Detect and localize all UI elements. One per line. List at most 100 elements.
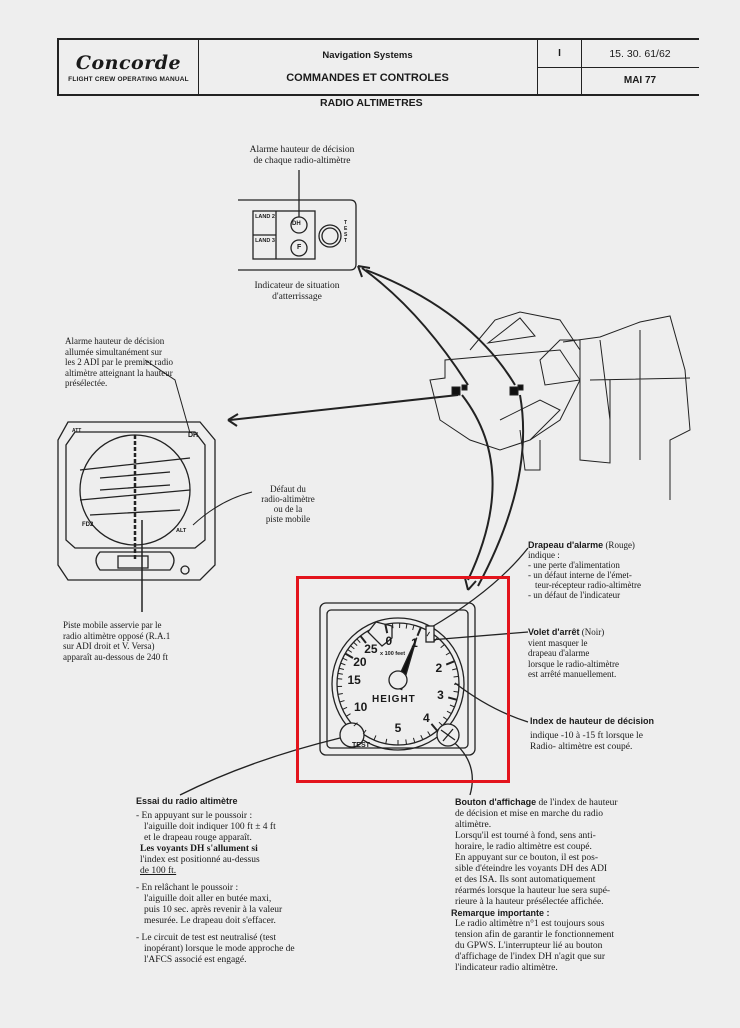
gauge-tick — [356, 638, 361, 643]
text-line: inopérant) lorsque le mode approche de — [144, 944, 295, 954]
text-line: d'atterrissage — [272, 292, 322, 302]
adi-fd-label: FD2 — [82, 522, 94, 528]
dh-light: DH — [292, 221, 301, 227]
gauge-tick — [340, 662, 346, 666]
gauge-tick — [443, 716, 448, 721]
logo-cell: Concorde FLIGHT CREW OPERATING MANUAL — [59, 40, 199, 94]
gauge-tick — [447, 696, 458, 701]
gauge-tick — [337, 672, 343, 675]
text-line: altimètre atteignant la hauteur — [65, 367, 173, 378]
gauge-tick — [412, 737, 416, 743]
text-line: d'affichage de l'index DH n'agit que sur — [455, 952, 606, 962]
dh-index-callout: Index de hauteur de décision indique -10… — [530, 716, 654, 753]
gauge-test-label: TEST — [352, 742, 370, 749]
text-line: l'index est positionné au-dessus — [140, 855, 260, 865]
text-line: Radio- altimètre est coupé. — [530, 742, 633, 752]
text-line: Lorsqu'il est tourné à fond, sens anti- — [455, 831, 596, 841]
text-line: Indicateur de situation — [254, 281, 340, 291]
manual-name: FLIGHT CREW OPERATING MANUAL — [68, 75, 189, 83]
gauge-tick — [385, 738, 388, 744]
text-line: - un défaut de l'indicateur — [528, 590, 621, 600]
text-line: l'indicateur radio altimètre. — [455, 963, 558, 973]
text-line: lorsque le radio-altimètre — [528, 658, 619, 669]
gauge-tick-label: 20 — [353, 655, 367, 669]
gauge-tick — [362, 729, 367, 735]
text-line: - En appuyant sur le poussoir : — [136, 811, 253, 821]
text-line: mesurée. Le drapeau doit s'effacer. — [144, 916, 276, 926]
gauge-tick-label: 25 — [364, 642, 378, 657]
title-cell: Navigation Systems COMMANDES ET CONTROLE… — [198, 40, 538, 94]
text-line: Les voyants DH s'allument si — [140, 844, 258, 854]
highlight-box — [296, 576, 510, 783]
text-line: de 100 ft. — [140, 866, 177, 876]
lis-test-label: TEST — [344, 220, 348, 244]
text-line: vient masquer le — [528, 637, 588, 648]
revision-date: MAI 77 — [623, 74, 657, 86]
gauge-tick — [445, 651, 451, 656]
text-line: sur ADI droit et V. Versa) — [63, 641, 155, 651]
f-light: F — [297, 244, 302, 251]
gauge-tick — [433, 637, 438, 642]
text-line: Alarme hauteur de décision — [249, 145, 355, 155]
attitude-director-indicator — [57, 359, 253, 612]
text-line: et le drapeau rouge apparaît. — [144, 833, 252, 843]
text-line: Index de hauteur de décision — [530, 716, 655, 726]
text-line: Drapeau d'alarme — [528, 540, 604, 550]
text-line: de chaque radio-altimètre — [253, 156, 351, 166]
connector-arrows — [227, 265, 525, 591]
test-button[interactable] — [339, 722, 365, 748]
gauge-tick — [405, 739, 407, 745]
text-line: est arrêté manuellement. — [528, 669, 617, 679]
gauge-tick — [416, 627, 422, 637]
text-line: altimètre. — [455, 820, 492, 830]
gauge-tick — [453, 675, 459, 678]
text-line: Le radio altimètre n°1 est toujours sous — [455, 919, 605, 929]
gauge-tick — [339, 700, 345, 703]
land2-label: LAND 2 — [255, 214, 275, 221]
text-line: Alarme hauteur de décision — [65, 336, 165, 346]
text-line: réarmés lorsque la hauteur lue sera supé… — [455, 886, 611, 896]
gauge-tick — [438, 721, 443, 726]
gauge-tick-label: 10 — [353, 700, 368, 715]
text-line: l'aiguille doit indiquer 100 ft ± 4 ft — [144, 822, 276, 832]
text-line: l'aiguille doit aller en butée maxi, — [144, 894, 272, 904]
text-line: du GPWS. L'interrupteur lié au bouton — [455, 941, 603, 951]
text-line: radio altimètre opposé (R.A.1 — [63, 630, 171, 641]
text-line: puis 10 sec. après revenir à la valeur — [144, 905, 283, 915]
test-procedure: Essai du radio altimètre - En appuyant s… — [136, 796, 295, 966]
gauge-tick — [449, 704, 455, 708]
text-line: LAND 3 — [255, 238, 275, 244]
land3-label: LAND 3 — [255, 238, 275, 245]
cockpit-drawing — [429, 311, 691, 500]
page-title: RADIO ALTIMETRES — [320, 97, 423, 109]
lis-callout: Alarme hauteur de décision de chaque rad… — [232, 145, 372, 167]
volume: I — [558, 48, 561, 59]
section-name: COMMANDES ET CONTROLES — [286, 72, 449, 85]
gauge-tick-label: 1 — [411, 636, 418, 651]
text-line: drapeau d'alarme — [528, 648, 590, 658]
test-item: - En appuyant sur le poussoir : l'aiguil… — [136, 811, 295, 877]
text-line: (Rouge) — [605, 540, 635, 550]
gauge-tick — [359, 635, 367, 644]
gauge-tick — [353, 722, 358, 727]
gauge-tick-label: 2 — [435, 660, 443, 675]
text-line: apparaît au-dessous de 240 ft — [63, 651, 168, 662]
gauge-tick — [353, 641, 358, 647]
gauge-tick — [445, 660, 455, 666]
text-line: de décision et mise en marche du radio — [455, 809, 603, 819]
gauge-tick-label: 4 — [422, 710, 430, 725]
adi-dh-label: DH — [188, 432, 199, 439]
text-line: tension afin de garantir le fonctionneme… — [455, 930, 615, 940]
gauge-tick — [337, 693, 343, 695]
page-reference: 15. 30. 61/62 — [609, 47, 671, 60]
gauge-tick — [342, 657, 348, 661]
gauge-tick — [347, 649, 353, 653]
gauge-tick — [420, 734, 424, 740]
gauge-tick — [426, 631, 431, 637]
gauge-tick — [373, 735, 377, 741]
remark-title: Remarque importante : — [451, 908, 550, 918]
text-line: Défaut du — [270, 484, 306, 494]
